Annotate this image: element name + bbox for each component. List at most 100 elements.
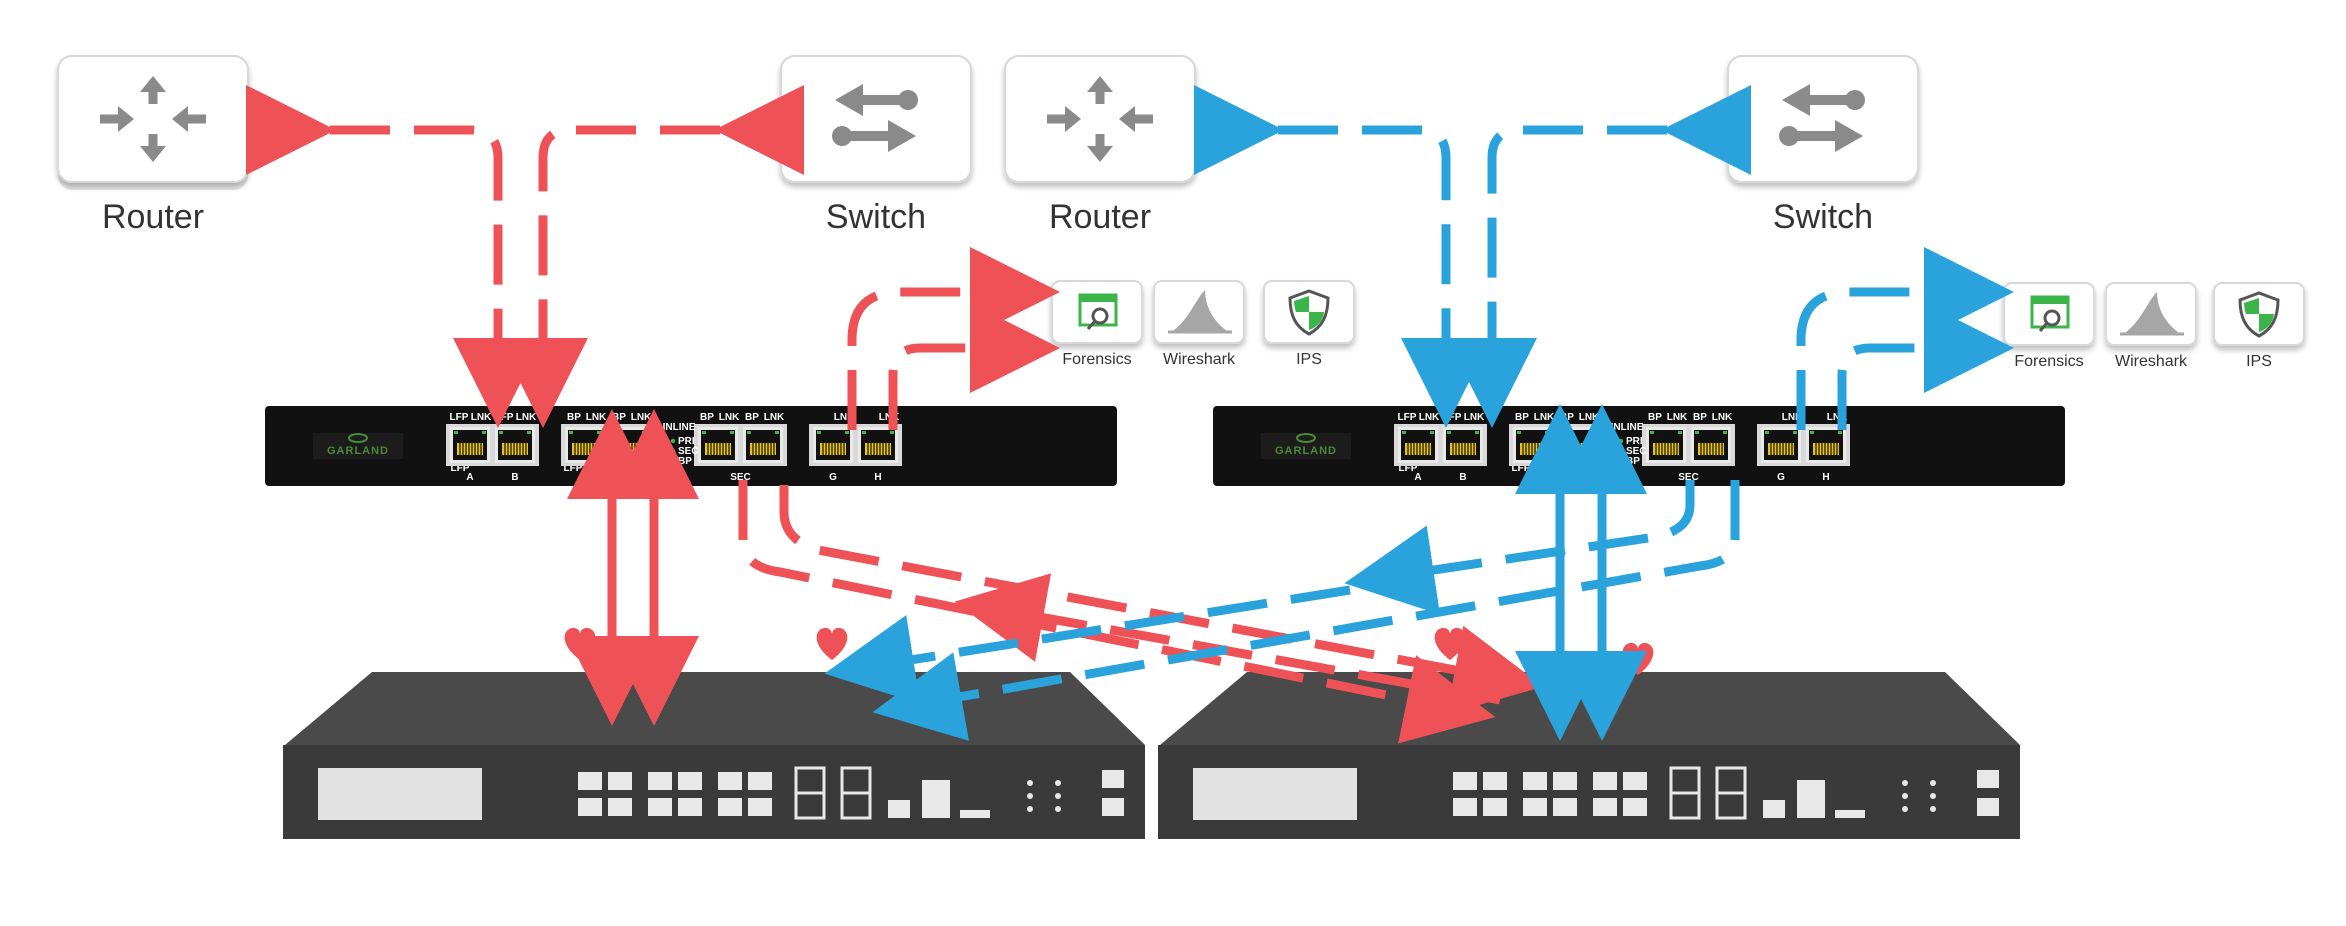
port-top-label: LNK [1712,412,1733,423]
port-top-label: BP [567,412,581,423]
shield-icon [1288,289,1330,336]
forensics-icon [2030,295,2070,332]
port-under-label: B [511,472,518,483]
port-top-label: LNK [764,412,785,423]
inline-led [670,458,676,464]
port-under-label: B [1459,472,1466,483]
port-under-label: SEC [730,472,751,483]
port-top-label: BP [1648,412,1662,423]
garland-logo: GARLAND [1261,433,1351,459]
rj45-port[interactable] [698,427,738,463]
port-top-label: LNK [719,412,740,423]
port-top-label: LNK [1827,412,1848,423]
port-under-label: H [1822,472,1829,483]
heart-icon [816,627,848,660]
rj45-port[interactable] [1513,427,1553,463]
port-under-label: G [1777,472,1785,483]
left-wireshark-tool[interactable]: Wireshark [1153,280,1245,368]
port-top-label: LNK [1464,412,1485,423]
rj45-port[interactable] [1398,427,1438,463]
port-top-label: LFP [450,412,469,423]
shield-icon [2238,291,2280,338]
right-tools: Forensics Wireshark IPS [2003,282,2305,370]
right-switch[interactable]: Switch [1727,55,1919,236]
right-ips-tool[interactable]: IPS [2213,282,2305,370]
left-tap-device[interactable]: GARLANDLFPLFPLFPLFPLFPLNKLFPLNKBPLNKBPLN… [265,406,1117,486]
brand-label: GARLAND [1275,445,1337,457]
heart-icon [1622,642,1654,675]
inline-legend-item: BP [678,456,692,467]
right-traffic-paths [824,85,2014,741]
port-top-label: LNK [471,412,492,423]
inline-legend-item: BP [1626,456,1640,467]
left-traffic-paths [246,85,1544,744]
rj45-port[interactable] [1646,427,1686,463]
port-under-label: A [466,472,473,483]
right-switch-label: Switch [1773,198,1873,236]
inline-led [1618,448,1624,454]
inline-legend-title: INLINE [1611,422,1644,433]
left-switch[interactable]: Switch [780,55,972,236]
rj45-port[interactable] [450,427,490,463]
port-top-label: LNK [1667,412,1688,423]
switch-icon [832,84,918,152]
left-forensics-tool[interactable]: Forensics [1051,280,1143,368]
brand-label: GARLAND [327,445,389,457]
right-ips-label: IPS [2246,353,2272,370]
right-wireshark-tool[interactable]: Wireshark [2105,282,2197,370]
inline-led [1618,458,1624,464]
left-ips-label: IPS [1296,351,1322,368]
inline-led [1618,438,1624,444]
left-wireshark-label: Wireshark [1163,351,1236,368]
port-top-label: LFP [495,412,514,423]
right-appliance[interactable] [1158,672,2020,839]
right-tap-device[interactable]: GARLANDLFPLFPLFPLFPLFPLNKLFPLNKBPLNKBPLN… [1213,406,2065,486]
port-top-label: LNK [631,412,652,423]
port-top-label: BP [1693,412,1707,423]
left-router-label: Router [102,198,204,236]
wireshark-fin-icon [1173,290,1227,331]
router-icon [100,76,206,162]
left-appliance[interactable] [283,672,1145,839]
forensics-icon [1078,293,1118,330]
port-top-label: LNK [1534,412,1555,423]
left-tools: Forensics Wireshark IPS [1051,280,1355,368]
rj45-port[interactable] [813,427,853,463]
inline-legend-title: INLINE [663,422,696,433]
port-top-label: LFP [1443,412,1462,423]
rj45-port[interactable] [743,427,783,463]
wireshark-fin-icon [2125,292,2179,333]
left-ips-tool[interactable]: IPS [1263,280,1355,368]
inline-led [670,438,676,444]
side-lfp-label: LFP [451,463,470,474]
port-top-label: LNK [1419,412,1440,423]
right-router-label: Router [1049,198,1151,236]
port-top-label: LNK [586,412,607,423]
right-forensics-label: Forensics [2014,353,2083,370]
rj45-port[interactable] [495,427,535,463]
rj45-port[interactable] [1691,427,1731,463]
rj45-port[interactable] [1806,427,1846,463]
garland-logo: GARLAND [313,433,403,459]
port-under-label: SEC [1678,472,1699,483]
port-top-label: LNK [834,412,855,423]
side-lfp-label: LFP [1399,463,1418,474]
inline-led [670,448,676,454]
left-router[interactable]: Router [57,55,249,236]
router-icon [1047,76,1153,162]
heart-icon [1434,627,1466,660]
rj45-port[interactable] [1443,427,1483,463]
right-wireshark-label: Wireshark [2115,353,2188,370]
rj45-port[interactable] [858,427,898,463]
right-forensics-tool[interactable]: Forensics [2003,282,2095,370]
port-under-label: H [874,472,881,483]
port-top-label: LNK [516,412,537,423]
heart-icon [564,627,596,660]
port-under-label: G [829,472,837,483]
rj45-port[interactable] [565,427,605,463]
right-router[interactable]: Router [1004,55,1196,236]
port-top-label: BP [1515,412,1529,423]
left-forensics-label: Forensics [1062,351,1131,368]
switch-icon [1779,84,1865,152]
rj45-port[interactable] [1761,427,1801,463]
